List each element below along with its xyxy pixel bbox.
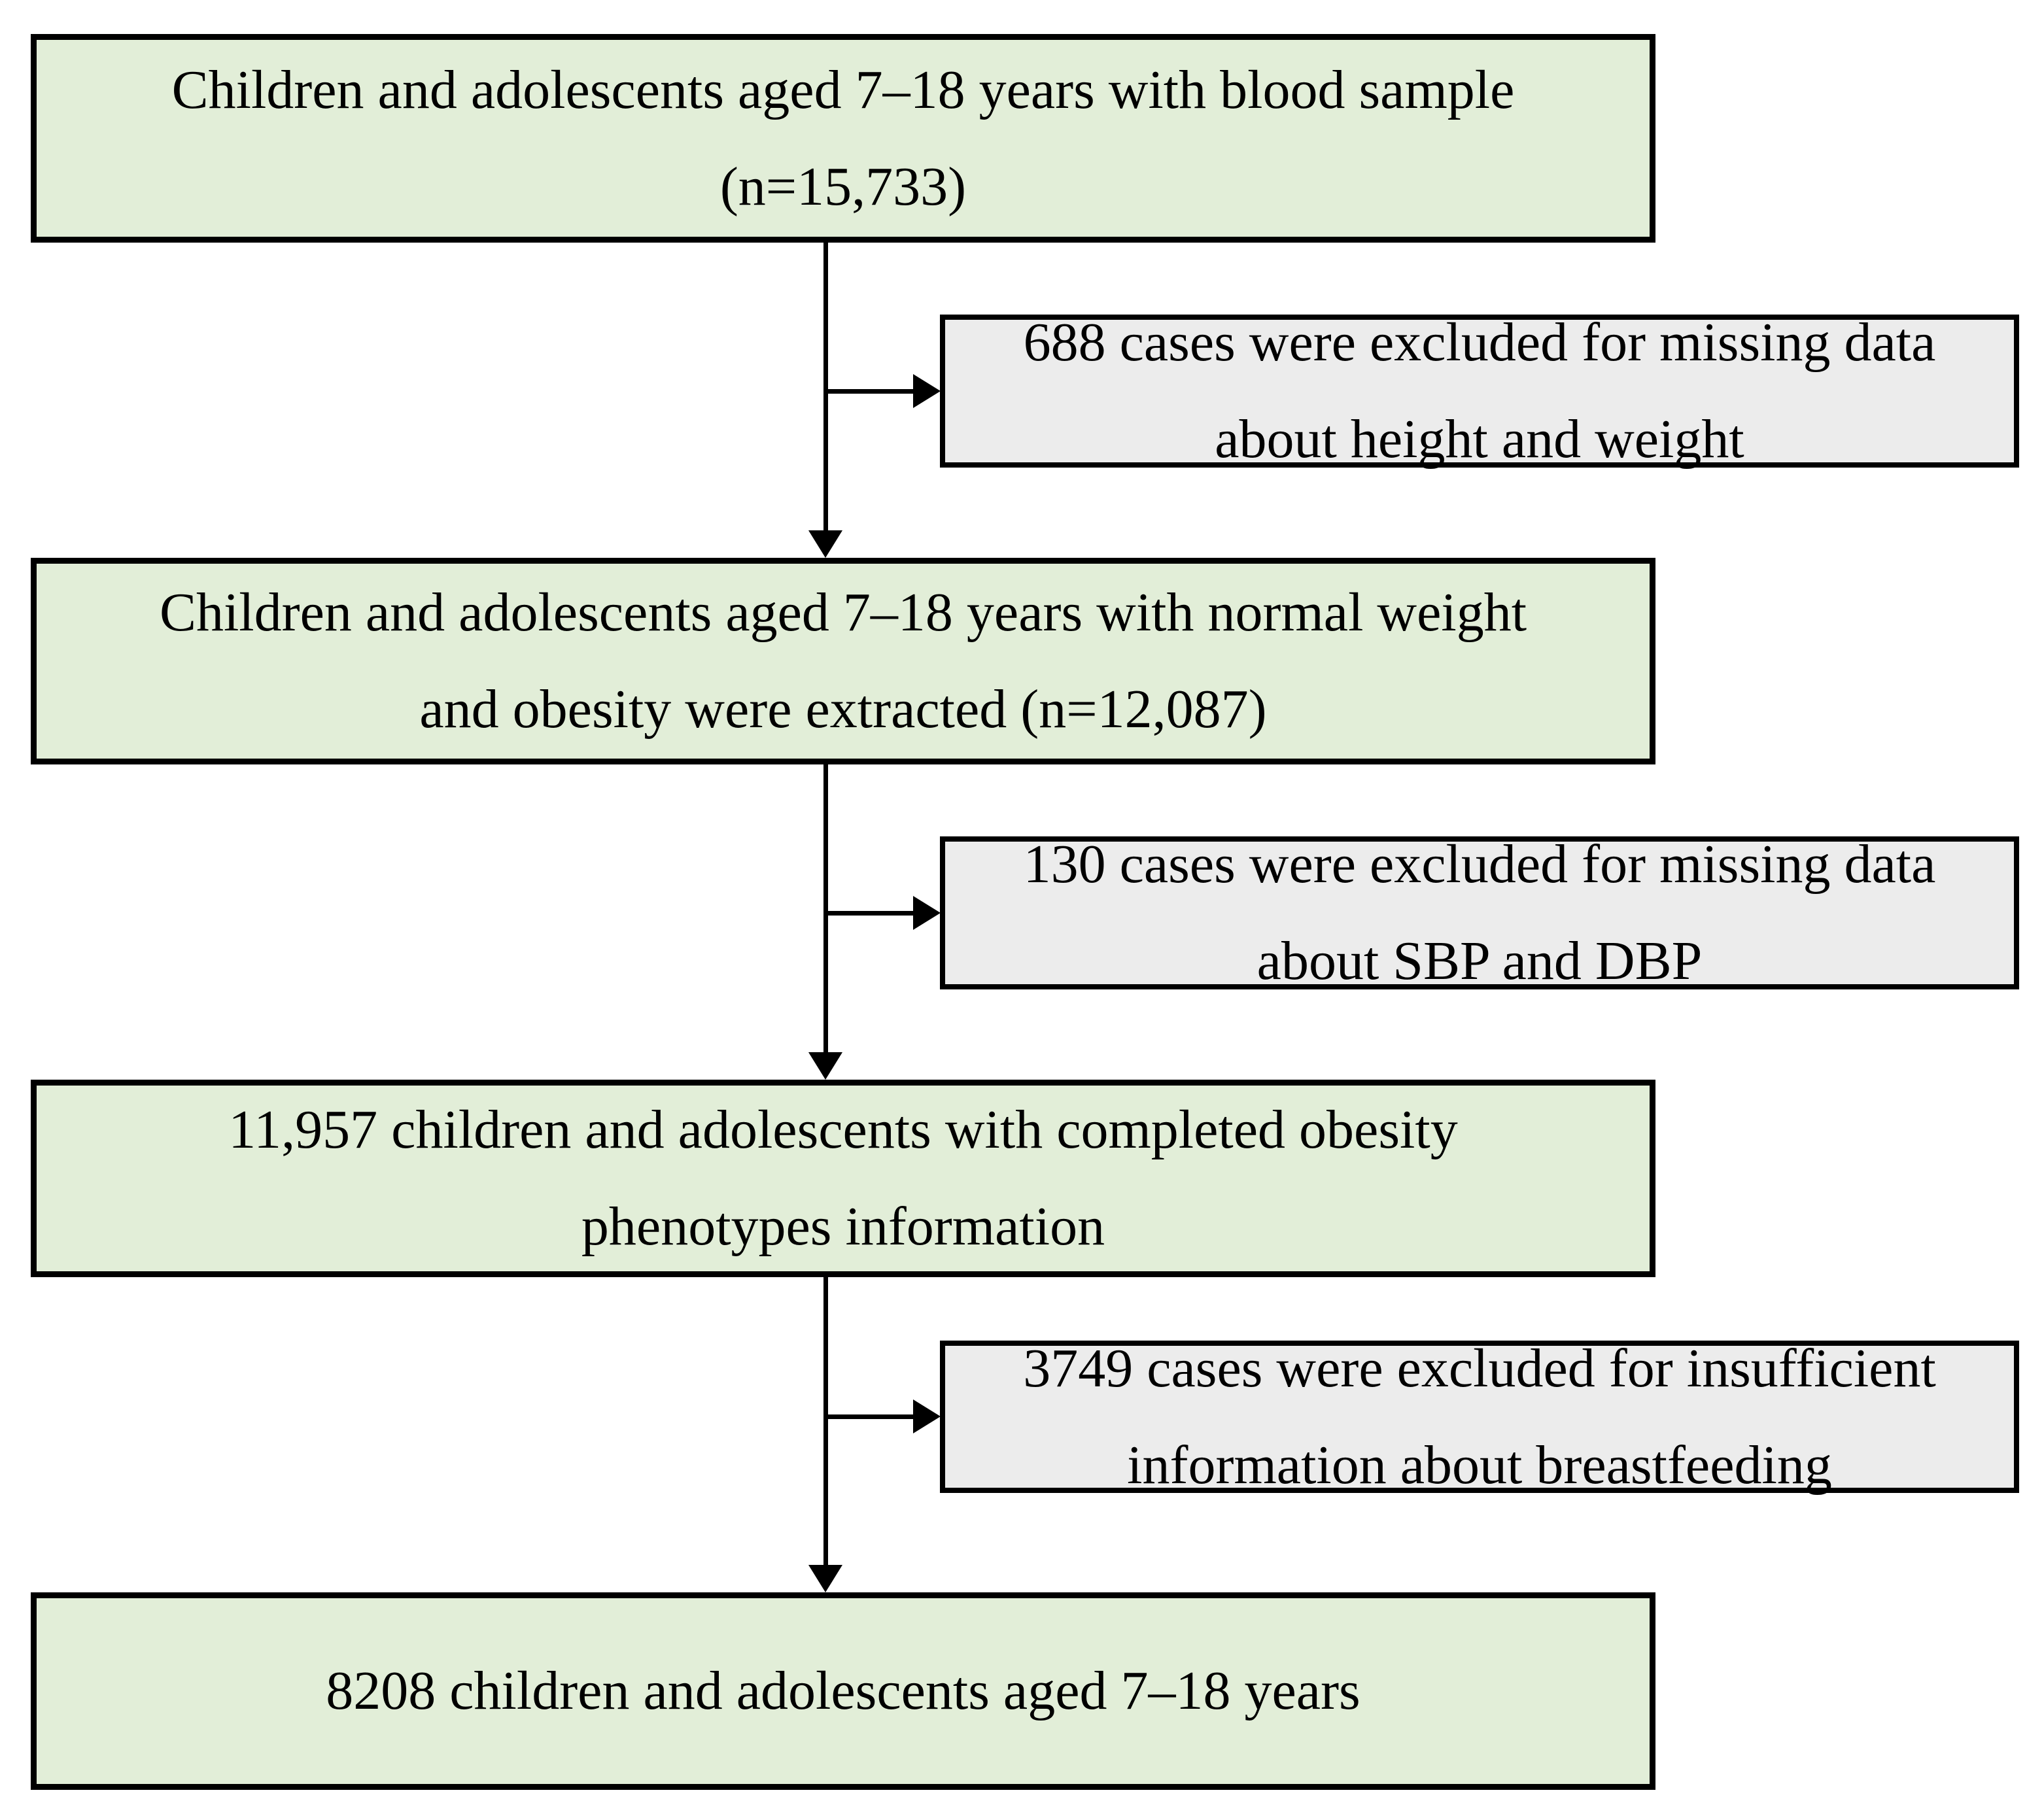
exclusion-box-1: 688 cases were excluded for missing data… <box>940 312 2019 470</box>
arrowhead-right-icon-1 <box>913 374 941 408</box>
arrowhead-down-icon-2 <box>808 1052 842 1080</box>
population-box-3: 11,957 children and adolescents with com… <box>31 1080 1655 1277</box>
box-text-line: 688 cases were excluded for missing data <box>1023 312 1936 373</box>
box-text-line: and obesity were extracted (n=12,087) <box>419 679 1267 740</box>
connector-branch-line-2 <box>823 911 916 916</box>
box-text-line: 130 cases were excluded for missing data <box>1023 834 1936 895</box>
box-text-line: phenotypes information <box>581 1196 1105 1257</box>
connector-branch-line-1 <box>823 389 916 394</box>
population-box-4: 8208 children and adolescents aged 7–18 … <box>31 1592 1655 1790</box>
population-box-1: Children and adolescents aged 7–18 years… <box>31 34 1655 243</box>
arrowhead-right-icon-3 <box>913 1399 941 1433</box>
box-text-line: (n=15,733) <box>719 156 967 217</box>
population-box-2: Children and adolescents aged 7–18 years… <box>31 558 1655 764</box>
connector-vertical-line-1 <box>823 243 828 534</box>
box-text-line: 11,957 children and adolescents with com… <box>228 1099 1458 1160</box>
connector-vertical-line-2 <box>823 764 828 1055</box>
connector-vertical-line-3 <box>823 1277 828 1568</box>
box-text-line: 3749 cases were excluded for insufficien… <box>1023 1337 1936 1399</box>
connector-branch-line-3 <box>823 1414 916 1419</box>
box-text-line: 8208 children and adolescents aged 7–18 … <box>326 1660 1360 1721</box>
arrowhead-down-icon-3 <box>808 1565 842 1592</box>
arrowhead-down-icon-1 <box>808 530 842 558</box>
arrowhead-right-icon-2 <box>913 896 941 930</box>
exclusion-box-3: 3749 cases were excluded for insufficien… <box>940 1338 2019 1496</box>
box-text-line: about height and weight <box>1215 409 1744 470</box>
box-text-line: Children and adolescents aged 7–18 years… <box>171 59 1515 120</box>
exclusion-box-2: 130 cases were excluded for missing data… <box>940 834 2019 991</box>
box-text-line: information about breastfeeding <box>1127 1434 1832 1496</box>
box-text-line: Children and adolescents aged 7–18 years… <box>159 582 1527 643</box>
box-text-line: about SBP and DBP <box>1256 931 1703 991</box>
